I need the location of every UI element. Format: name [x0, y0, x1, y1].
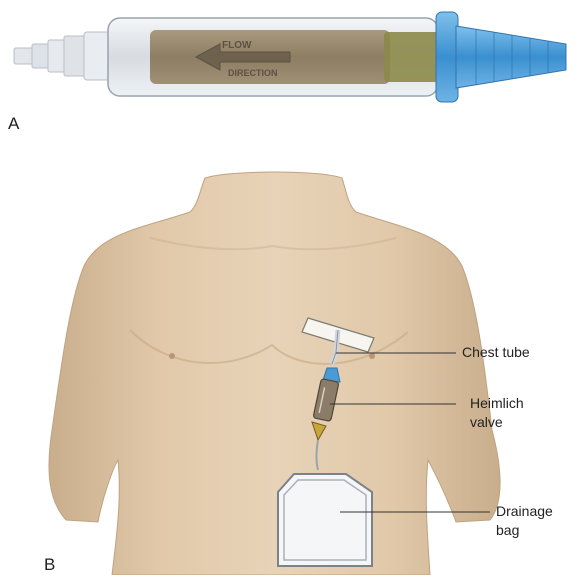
device-flow-text: FLOW [222, 40, 252, 51]
valve-blue-connector [456, 26, 566, 88]
drainage-bag-label: Drainage bag [496, 502, 553, 540]
heimlich-line2: valve [470, 413, 524, 432]
drainage-bag [278, 474, 372, 566]
chest-tube-label: Chest tube [462, 343, 530, 362]
chest-tube-text: Chest tube [462, 343, 530, 362]
panel-b-label: B [44, 555, 55, 575]
valve-olive-end [384, 32, 440, 82]
heimlich-valve-label: Heimlich valve [470, 394, 524, 432]
left-nipple [169, 353, 175, 359]
drainage-line1: Drainage [496, 502, 553, 521]
drainage-line2: bag [496, 521, 553, 540]
torso-illustration [49, 172, 500, 575]
right-nipple [369, 353, 375, 359]
valve-left-connector [14, 32, 112, 80]
torso-body [49, 172, 500, 575]
device-direction-text: DIRECTION [228, 68, 278, 78]
heimlich-valve-photo: FLOW DIRECTION [14, 12, 566, 102]
heimlich-line1: Heimlich [470, 394, 524, 413]
valve-blue-cap [436, 12, 458, 102]
panel-a-label: A [8, 114, 19, 134]
